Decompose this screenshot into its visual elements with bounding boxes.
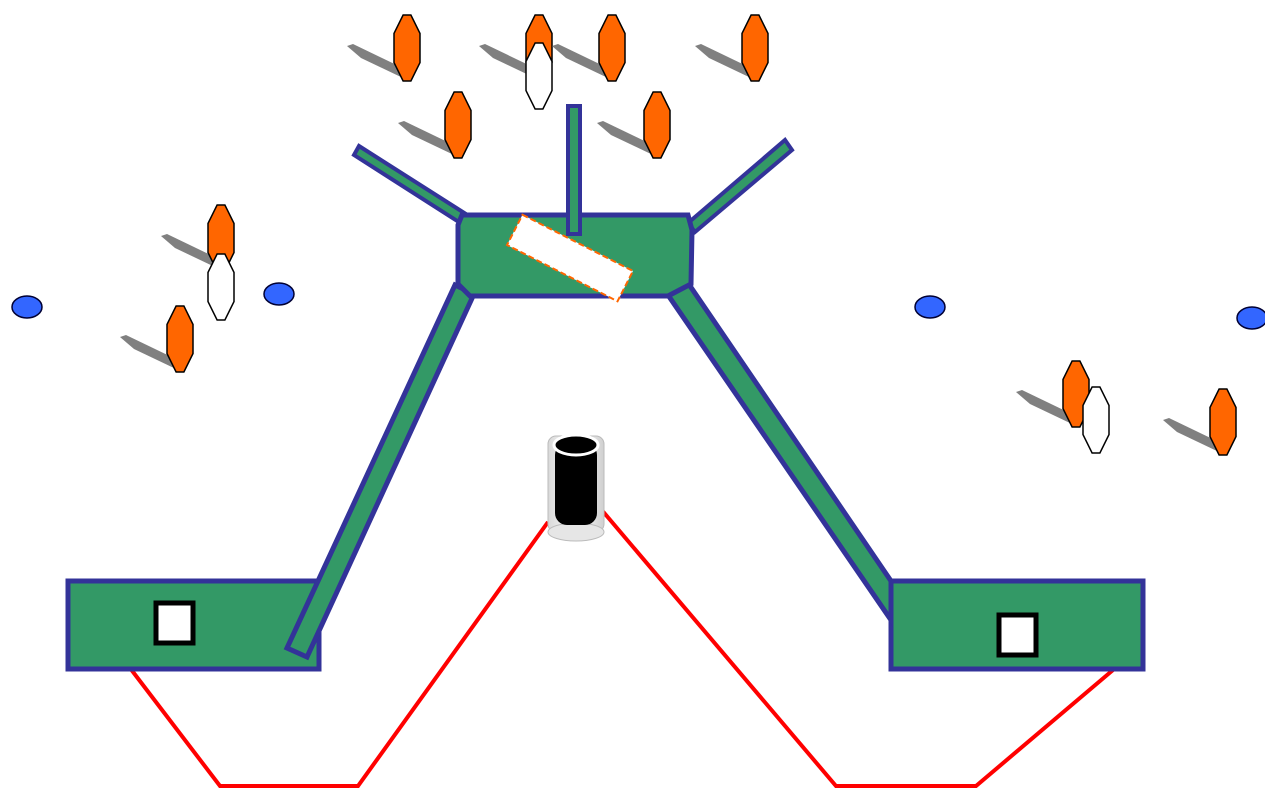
marker-body bbox=[598, 14, 626, 82]
slab-icon bbox=[505, 213, 635, 303]
square-outline-icon bbox=[153, 600, 196, 646]
wire-path-right bbox=[598, 506, 1115, 788]
circle-dot-icon bbox=[914, 295, 946, 319]
marker-body bbox=[166, 305, 194, 373]
marker-body bbox=[207, 253, 235, 321]
marker-body bbox=[1082, 386, 1110, 454]
marker-shadow bbox=[398, 121, 458, 155]
octagon-marker-icon bbox=[597, 91, 671, 159]
octagon-marker-icon bbox=[1163, 388, 1237, 456]
octagon-marker-icon bbox=[207, 253, 235, 321]
marker-body bbox=[444, 91, 472, 159]
square-outline-icon bbox=[996, 612, 1039, 658]
circle-dot-icon bbox=[11, 295, 43, 319]
marker-body bbox=[525, 42, 553, 110]
marker-body bbox=[643, 91, 671, 159]
marker-shadow bbox=[1016, 390, 1076, 424]
wire-path bbox=[128, 520, 550, 788]
marker-shadow bbox=[695, 44, 755, 78]
marker-body bbox=[393, 14, 421, 82]
octagon-marker-icon bbox=[398, 91, 472, 159]
antenna-right bbox=[685, 137, 795, 235]
octagon-marker-icon bbox=[1082, 386, 1110, 454]
cylinder-icon bbox=[547, 433, 605, 542]
marker-body bbox=[741, 14, 769, 82]
antenna-center bbox=[566, 104, 582, 236]
circle-dot-icon bbox=[1236, 306, 1265, 330]
octagon-marker-icon bbox=[161, 204, 235, 272]
marker-shadow bbox=[120, 335, 180, 369]
marker-shadow bbox=[597, 121, 657, 155]
marker-shadow bbox=[161, 234, 221, 268]
marker-shadow bbox=[552, 44, 612, 78]
circle-dot-icon bbox=[263, 282, 295, 306]
right-arm bbox=[664, 279, 894, 629]
marker-shadow bbox=[1163, 418, 1223, 452]
antenna-left bbox=[351, 143, 469, 227]
octagon-marker-icon bbox=[695, 14, 769, 82]
octagon-marker-icon bbox=[525, 42, 553, 110]
octagon-marker-icon bbox=[120, 305, 194, 373]
left-arm bbox=[283, 281, 478, 661]
octagon-marker-icon bbox=[347, 14, 421, 82]
octagon-marker-icon bbox=[1016, 360, 1090, 428]
octagon-marker-icon bbox=[552, 14, 626, 82]
marker-body bbox=[1209, 388, 1237, 456]
marker-group bbox=[120, 14, 1237, 456]
marker-shadow bbox=[347, 44, 407, 78]
marker-shadow bbox=[479, 44, 539, 78]
